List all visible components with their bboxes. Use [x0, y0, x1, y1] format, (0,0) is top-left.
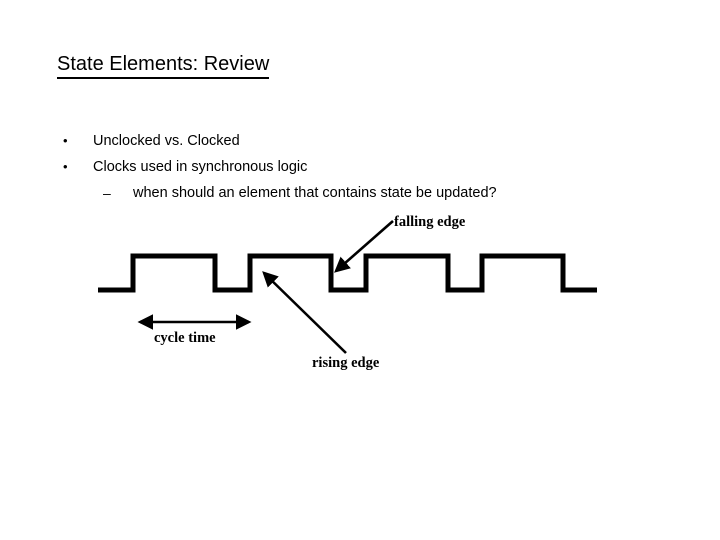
bullet-item-3-label: when should an element that contains sta…: [133, 185, 497, 201]
falling-edge-arrow: [334, 220, 394, 273]
rising-edge-label: rising edge: [312, 355, 380, 371]
falling-edge-label: falling edge: [394, 214, 466, 230]
bullet-item-2: • Clocks used in synchronous logic: [57, 157, 657, 183]
bullet-marker-icon: •: [63, 159, 68, 174]
rising-edge-arrow: [262, 271, 347, 354]
page-title: State Elements: Review: [57, 52, 270, 79]
bullet-item-1-label: Unclocked vs. Clocked: [93, 133, 240, 149]
cycle-time-label: cycle time: [154, 330, 216, 346]
clock-signal-waveform: [98, 253, 597, 293]
dash-marker-icon: –: [103, 185, 111, 201]
bullet-item-2-label: Clocks used in synchronous logic: [93, 159, 308, 175]
bullet-item-3: – when should an element that contains s…: [57, 183, 657, 209]
bullet-item-1: • Unclocked vs. Clocked: [57, 131, 657, 157]
bullet-list: • Unclocked vs. Clocked • Clocks used in…: [57, 131, 657, 209]
bullet-marker-icon: •: [63, 133, 68, 148]
